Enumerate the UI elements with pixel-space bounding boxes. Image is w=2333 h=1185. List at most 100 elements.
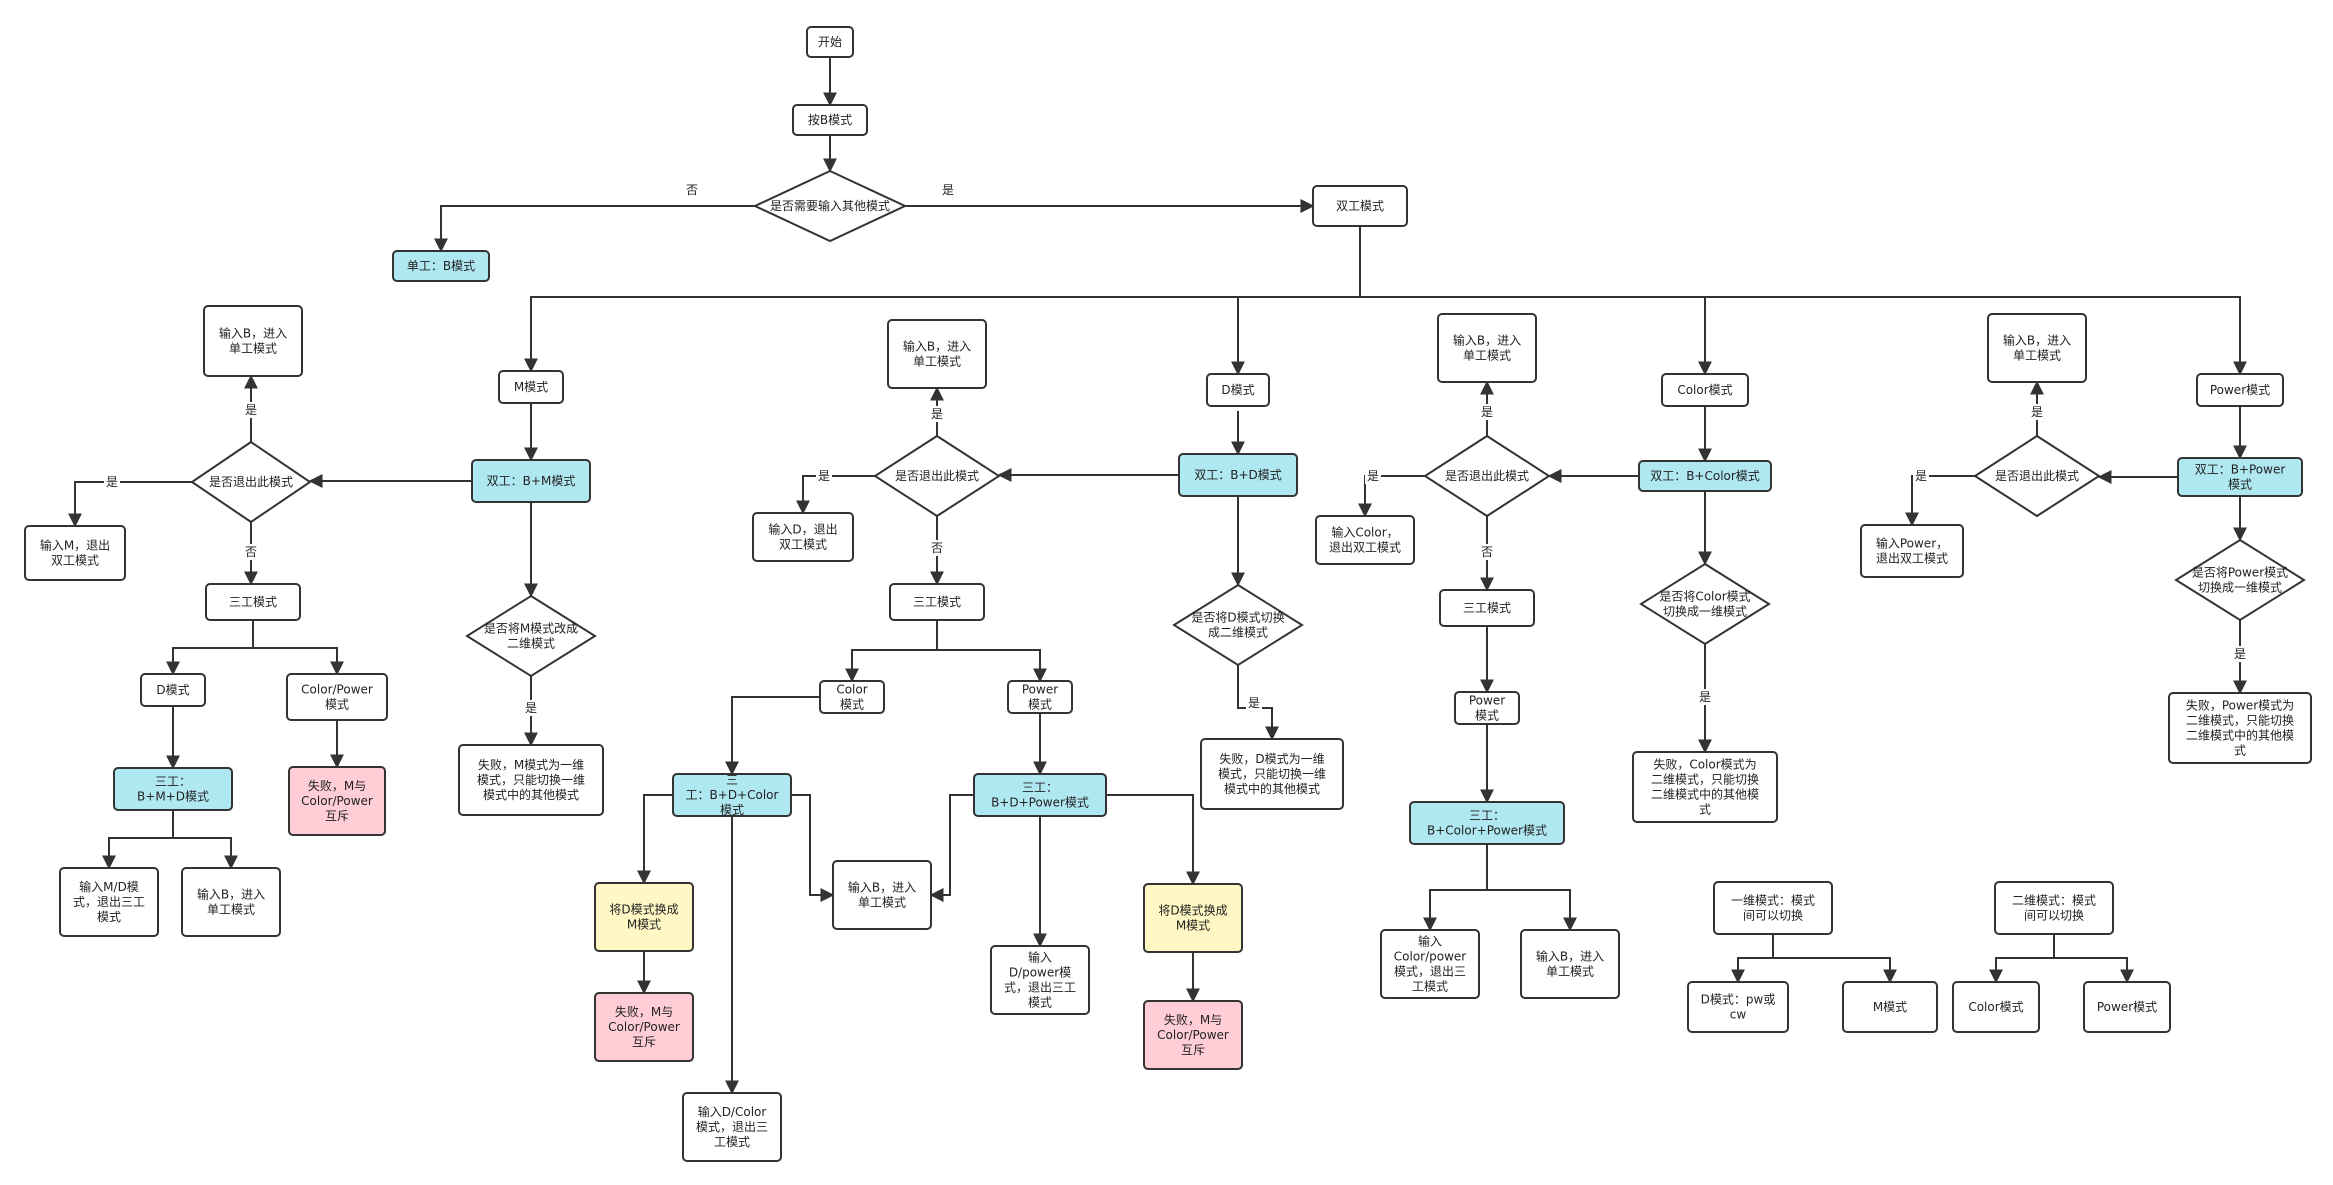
node-label: 模式 <box>1475 709 1499 723</box>
node-label: 输入B，进入 <box>1536 949 1604 964</box>
process-box <box>2177 457 2303 497</box>
node-label: 双工：B+Color模式 <box>1650 469 1760 483</box>
node-label: 输入B，进入 <box>197 887 265 902</box>
node-dual-mode: 双工模式 <box>1312 185 1408 227</box>
node-label: B+D+Power模式 <box>991 796 1089 810</box>
node-label: 二维模式中的其他模 <box>2186 728 2294 743</box>
node-label: 双工模式 <box>1336 199 1384 213</box>
node-label: 模式 <box>1028 996 1052 1010</box>
node-label: 间可以切换 <box>1743 909 1803 923</box>
node-label: 模式，只能切换一维 <box>1218 767 1326 781</box>
node-label: 单工模式 <box>1463 349 1511 363</box>
connector-38 <box>1106 794 1200 886</box>
edge-label: 是 <box>245 403 257 417</box>
node-label: 三 <box>726 773 738 787</box>
process-box <box>392 250 490 282</box>
node-label: 失败，M与 <box>1164 1012 1222 1027</box>
connector-8 <box>1360 296 2247 376</box>
connector-18 <box>102 810 174 870</box>
node-d-exit-q: 是否退出此模式 <box>873 434 1001 518</box>
node-label: 输入D/Color <box>698 1104 767 1119</box>
node-start: 开始 <box>806 26 854 58</box>
edge-label: 是 <box>818 469 830 483</box>
node-label: 输入Color， <box>1331 525 1398 540</box>
node-label: 式，退出三工 <box>1004 981 1076 995</box>
process-box <box>1994 881 2114 935</box>
process-box <box>1143 1000 1243 1070</box>
connector-19 <box>173 837 238 870</box>
node-label: 失败，Power模式为 <box>2186 698 2294 713</box>
process-box <box>2083 981 2171 1033</box>
process-box <box>594 992 694 1062</box>
edge-label: 是 <box>525 701 537 715</box>
connector-35 <box>791 794 835 902</box>
process-box <box>24 525 126 581</box>
node-m-exit-q: 是否退出此模式 <box>190 440 312 524</box>
process-box <box>203 305 303 377</box>
node-label: 是否将M模式改成 <box>484 622 578 636</box>
decision-diamond <box>1172 583 1304 667</box>
edge-label: 是 <box>931 407 943 421</box>
decision-diamond <box>752 169 908 243</box>
node-label: 双工模式 <box>779 538 827 552</box>
node-label: Color/Power <box>1157 1028 1229 1042</box>
edge-label: 是 <box>1367 469 1379 483</box>
node-label: D/power模 <box>1009 966 1071 980</box>
node-dual-bd: 双工：B+D模式 <box>1178 453 1298 497</box>
node-label: D模式 <box>1221 383 1254 397</box>
process-box <box>1454 691 1520 725</box>
decision-diamond <box>1973 434 2101 518</box>
node-m-mode: M模式 <box>498 370 564 404</box>
node-m-input-m: 输入M，退出双工模式 <box>24 525 126 581</box>
node-label: 间可以切换 <box>2024 909 2084 923</box>
node-label: 失败，M与 <box>308 778 366 793</box>
node-label: 是否退出此模式 <box>209 475 293 489</box>
node-m-tri-bmd: 三工：B+M+D模式 <box>113 767 233 811</box>
node-label: 三工模式 <box>229 595 277 609</box>
node-dual-bp: 双工：B+Power模式 <box>2177 457 2303 497</box>
process-box <box>471 459 591 503</box>
node-label: M模式 <box>627 918 661 932</box>
process-box <box>1380 929 1480 999</box>
node-label: 输入B，进入 <box>219 326 287 341</box>
process-box <box>2196 373 2284 407</box>
connector-61 <box>1989 934 2055 984</box>
edge-label-bg <box>243 402 259 418</box>
node-d-tri-bdp: 三工：B+D+Power模式 <box>973 773 1107 817</box>
edge-label-bg <box>816 468 832 484</box>
node-label: 模式 <box>2228 478 2252 492</box>
node-label: 失败，M模式为一维 <box>478 757 584 772</box>
node-label: 双工：B+M模式 <box>487 474 576 488</box>
process-box <box>832 860 932 930</box>
connector-2 <box>434 205 755 253</box>
node-label: 模式中的其他模式 <box>1224 781 1320 796</box>
node-q-other: 是否需要输入其他模式 <box>752 169 908 243</box>
process-box <box>1143 883 1243 953</box>
node-label: B+M+D模式 <box>137 790 209 804</box>
edge-label: 是 <box>106 475 118 489</box>
node-label: 互斥 <box>632 1035 656 1049</box>
node-label: 输入B，进入 <box>848 880 916 895</box>
node-label: Color模式 <box>1968 1000 2023 1014</box>
node-label: 退出双工模式 <box>1329 541 1401 555</box>
edge-label-bg <box>243 544 259 560</box>
node-label: 工：B+D+Color <box>686 788 779 802</box>
edge-label: 是 <box>2031 405 2043 419</box>
process-box <box>1315 515 1415 565</box>
node-label: 三工模式 <box>913 595 961 609</box>
node-label: 是否将Color模式 <box>1659 590 1750 604</box>
connector-50 <box>1487 889 1577 932</box>
node-single-b: 单工：B模式 <box>392 250 490 282</box>
node-label: B+Color+Power模式 <box>1427 824 1547 838</box>
node-label: 二维模式，只能切换 <box>2186 714 2294 728</box>
connector-15 <box>253 647 344 676</box>
node-c-exit-q: 是否退出此模式 <box>1423 434 1551 518</box>
